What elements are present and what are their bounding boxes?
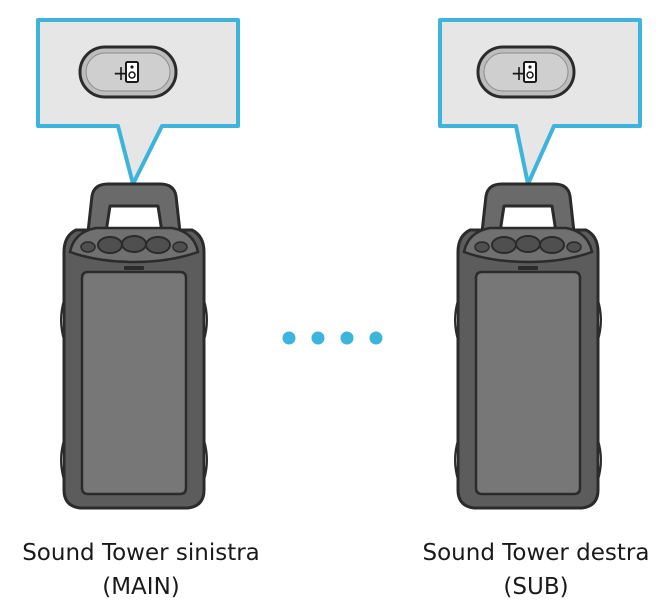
callout-left-box [36, 18, 240, 186]
group-play-button-left[interactable]: + [78, 45, 178, 99]
callout-right: + [438, 18, 642, 186]
connection-dot [311, 331, 325, 345]
speaker-left [60, 182, 208, 510]
callout-left: + [36, 18, 240, 186]
speaker-right-label: Sound Tower destra [422, 540, 650, 566]
speaker-right [454, 182, 602, 510]
connection-dot [340, 331, 354, 345]
connection-dot [282, 331, 296, 345]
connection-dot [369, 331, 383, 345]
speaker-left-role: (MAIN) [102, 574, 180, 600]
caption-right: Sound Tower destra (SUB) [395, 536, 665, 604]
speaker-icon [523, 61, 537, 83]
callout-right-box [438, 18, 642, 186]
speaker-icon [125, 61, 139, 83]
speaker-left-handle [86, 182, 182, 234]
speaker-left-front-panel [80, 270, 188, 496]
caption-left: Sound Tower sinistra (MAIN) [0, 536, 282, 604]
group-play-button-right[interactable]: + [476, 45, 576, 99]
speaker-right-front-panel [474, 270, 582, 496]
connection-dots [282, 331, 383, 345]
speaker-right-handle [480, 182, 576, 234]
speaker-right-role: (SUB) [503, 574, 569, 600]
speaker-left-label: Sound Tower sinistra [22, 540, 260, 566]
